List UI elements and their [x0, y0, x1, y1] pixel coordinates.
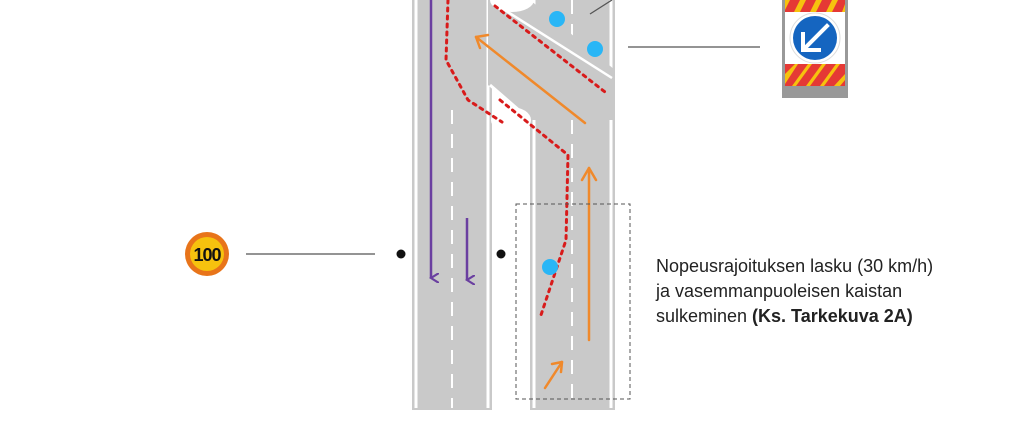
crossover-edge-upper: [491, 0, 613, 80]
through-arrows: [431, 0, 467, 280]
detail-frame: [515, 203, 631, 400]
speed-sign-face: [190, 237, 224, 271]
left-carriageway: [412, 0, 492, 410]
traffic-cone-1: [549, 11, 565, 27]
cone-leader: [589, 0, 613, 15]
traffic-cone-3: [542, 259, 558, 275]
crossover-edge-lower: [489, 83, 529, 120]
crossover: [488, 0, 615, 410]
annotation-line-3: sulkeminen (Ks. Tarkekuva 2A): [656, 304, 996, 329]
closure-line-taper: [498, 98, 570, 320]
annotation-text: Nopeusrajoituksen lasku (30 km/h) ja vas…: [656, 254, 996, 329]
annotation-line-3-text: sulkeminen: [656, 306, 753, 326]
left-road-surface: [412, 0, 492, 410]
speed-limit-sign: 100: [185, 232, 229, 276]
annotation-line-1: Nopeusrajoituksen lasku (30 km/h): [656, 256, 934, 276]
position-marker-right: [496, 249, 506, 259]
crossover-surface: [488, 0, 615, 120]
closure-lines: [444, 0, 607, 320]
crossover-traffic-arrow: [474, 33, 587, 125]
traffic-cone-2: [587, 41, 603, 57]
arrow-down-left-icon: [801, 23, 830, 52]
traffic-arrows: [474, 33, 598, 390]
median-strip: [492, 120, 530, 410]
main-traffic-arrow: [580, 166, 598, 342]
annotation-line-2: ja vasemmanpuoleisen kaistan: [656, 281, 903, 301]
closure-line-upper: [493, 4, 607, 94]
closure-line-left: [444, 0, 504, 124]
speed-sign-value: 100: [193, 245, 221, 265]
entry-traffic-arrow: [543, 360, 564, 390]
keep-left-sign: [782, 0, 848, 98]
traffic-cones: [542, 11, 603, 275]
detail-reference: (Ks. Tarkekuva 2A): [752, 306, 913, 326]
position-marker-left: [396, 249, 406, 259]
